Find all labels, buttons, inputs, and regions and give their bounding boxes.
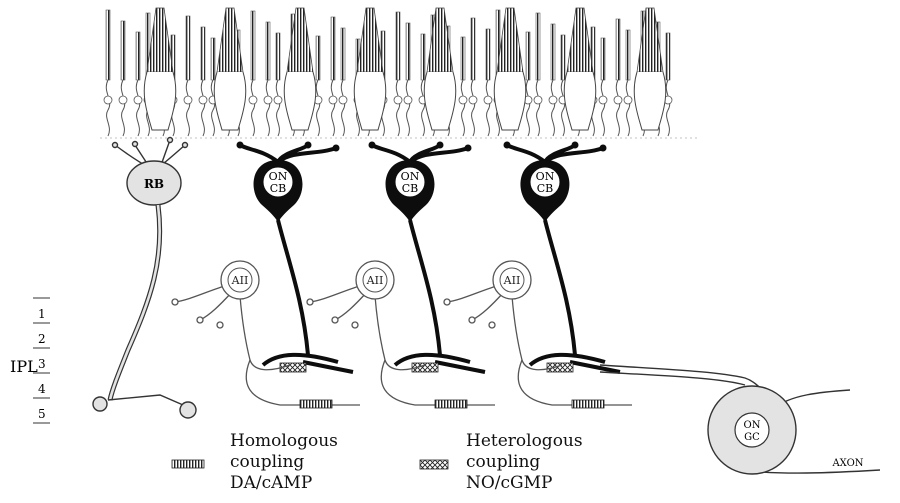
rod-photoreceptor	[339, 28, 347, 136]
ipl-label: IPL	[10, 357, 38, 376]
cone-photoreceptor	[634, 8, 666, 130]
homologous-gap-junction	[435, 400, 467, 408]
rod-photoreceptor	[614, 19, 622, 136]
homologous-gap-junction	[572, 400, 604, 408]
rod-photoreceptor	[624, 30, 632, 136]
heterologous-line-2: coupling	[466, 452, 583, 473]
rod-photoreceptor	[394, 12, 402, 136]
aii-amacrine-cell: AII	[444, 261, 632, 408]
rb-label: RB	[144, 177, 164, 191]
cone-photoreceptor	[354, 8, 386, 130]
aii-amacrine-cell: AII	[307, 261, 495, 408]
gc-label-line2: GC	[744, 432, 760, 443]
heterologous-legend: Heterologous coupling NO/cGMP	[466, 431, 583, 494]
rod-photoreceptor	[469, 18, 477, 136]
rod-photoreceptor	[534, 13, 542, 136]
rod-photoreceptor	[134, 32, 142, 136]
rod-photoreceptor	[329, 17, 337, 136]
homologous-gap-junction	[300, 400, 332, 408]
cone-photoreceptor	[424, 8, 456, 130]
cone-photoreceptor	[564, 8, 596, 130]
gc-label-line1: ON	[744, 420, 761, 431]
ipl-stratum-1: 1	[38, 307, 46, 321]
homologous-coupling-symbol	[172, 460, 204, 468]
heterologous-line-3: NO/cGMP	[466, 473, 583, 494]
aii-label: AII	[503, 274, 521, 287]
oncb-label-line2: CB	[537, 182, 554, 195]
rod-photoreceptor	[549, 24, 557, 136]
rod-photoreceptor	[119, 21, 127, 136]
homologous-line-2: coupling	[230, 452, 338, 473]
rod-photoreceptor	[264, 22, 272, 136]
rod-photoreceptor	[599, 38, 607, 136]
rod-photoreceptor	[404, 23, 412, 136]
rod-photoreceptor	[104, 10, 112, 136]
rod-photoreceptor	[184, 16, 192, 136]
aii-label: AII	[231, 274, 249, 287]
rod-photoreceptor	[484, 29, 492, 136]
aii-amacrine-cell: AII	[172, 261, 360, 408]
ipl-stratum-5: 5	[38, 407, 46, 421]
rod-photoreceptor	[249, 11, 257, 136]
homologous-line-3: DA/cAMP	[230, 473, 338, 494]
homologous-legend: Homologous coupling DA/cAMP	[230, 431, 338, 494]
heterologous-gap-junction	[547, 363, 573, 372]
rod-photoreceptor	[199, 27, 207, 136]
axon-label: AXON	[831, 458, 863, 469]
oncb-label-line2: CB	[270, 182, 287, 195]
ipl-stratum-2: 2	[38, 332, 46, 346]
ipl-stratum-3: 3	[38, 357, 46, 371]
heterologous-line-1: Heterologous	[466, 431, 583, 452]
rod-photoreceptor	[274, 33, 282, 136]
photoreceptor-layer	[100, 8, 700, 138]
heterologous-coupling-symbol	[420, 460, 448, 469]
aii-label: AII	[366, 274, 384, 287]
rod-photoreceptor	[459, 37, 467, 136]
ipl-stratum-4: 4	[38, 382, 46, 396]
homologous-line-1: Homologous	[230, 431, 338, 452]
cone-photoreceptor	[284, 8, 316, 130]
oncb-label-line2: CB	[402, 182, 419, 195]
cone-photoreceptor	[214, 8, 246, 130]
